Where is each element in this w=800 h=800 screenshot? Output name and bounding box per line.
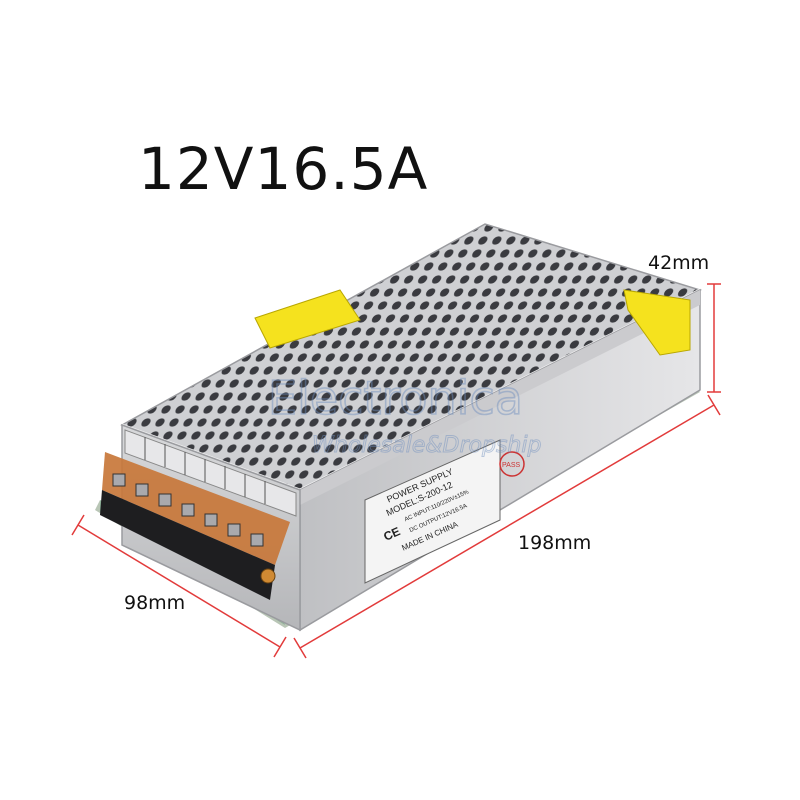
dimension-height-line [707,283,721,393]
watermark-tagline: Wholesale&Dropship [312,433,541,458]
product-title: 12V16.5A [138,135,429,203]
watermark: Electronica Wholesale&Dropship [267,370,542,458]
adjust-potentiometer [260,568,276,584]
dimension-width-line [71,514,287,658]
height-dimension-label: 42mm [648,252,710,274]
width-dimension-label: 98mm [124,592,186,614]
terminal-block [100,490,275,600]
terminal-block-cover [102,452,290,565]
front-vent-strip [300,290,700,505]
terminal-legend-marks [144,437,266,504]
watermark-brand: Electronica [268,371,523,425]
pass-stamp-text: PASS [502,462,520,469]
terminal-legend-panel [124,429,297,517]
length-dimension-label: 198mm [518,532,592,554]
warning-label-right [623,289,691,356]
terminal-screws [112,473,264,547]
pass-stamp [499,451,525,477]
spec-label: POWER SUPPLY MODEL:S-200-12 AC INPUT:110… [364,439,525,584]
warning-label-left [254,289,361,349]
dimension-length-line [293,394,721,659]
spec-ce-mark: CE [381,524,402,544]
